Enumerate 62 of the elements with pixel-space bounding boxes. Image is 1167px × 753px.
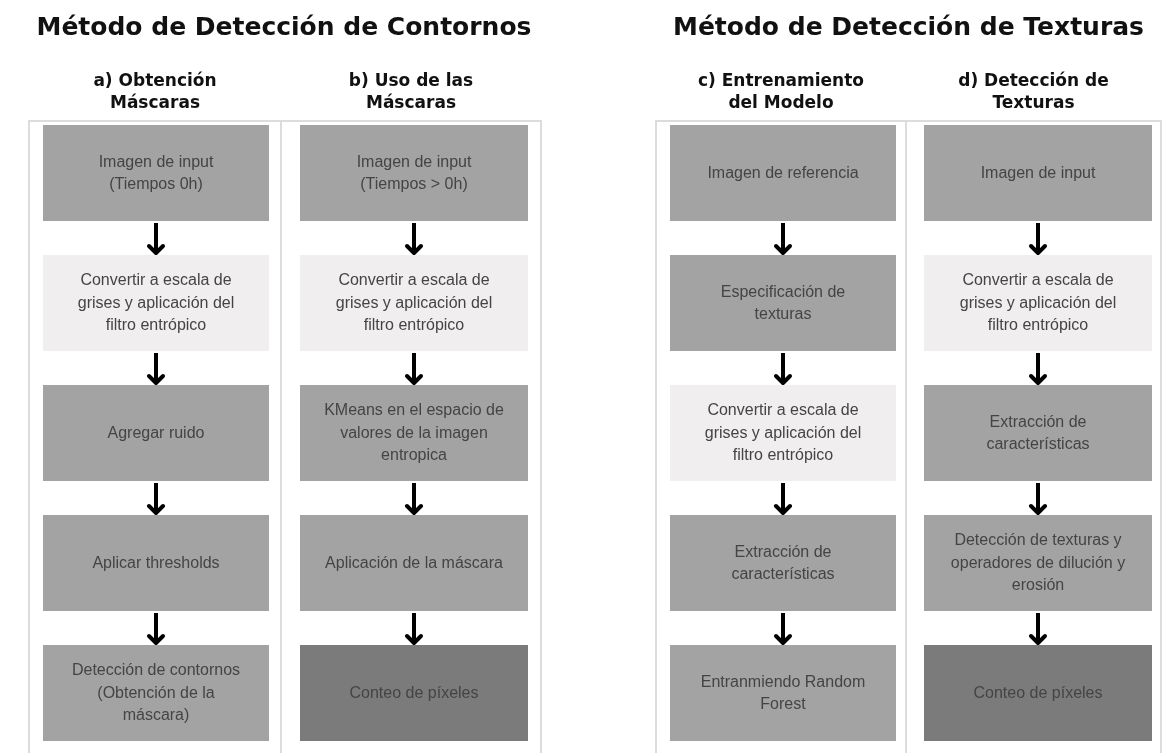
step-text: Aplicar thresholds <box>92 552 220 573</box>
down-arrow <box>1029 223 1047 255</box>
process-step <box>924 385 1152 481</box>
step-text: Imagen de input (Tiempos 0h) <box>97 151 215 194</box>
step-text: KMeans en el espacio de valores de la imagen entropica <box>323 400 505 466</box>
process-step <box>300 645 528 741</box>
down-arrow <box>1029 613 1047 645</box>
process-step <box>43 125 269 221</box>
process-step <box>924 645 1152 741</box>
down-arrow <box>774 483 792 515</box>
process-step <box>924 515 1152 611</box>
down-arrow <box>405 613 423 645</box>
down-arrow <box>774 353 792 385</box>
down-arrow <box>405 223 423 255</box>
step-text: Convertir a escala de grises y aplicación del filtro entrópico <box>958 270 1118 336</box>
process-step <box>43 645 269 741</box>
step-text: Convertir a escala de grises y aplicación del filtro entrópico <box>334 270 494 336</box>
process-step <box>670 515 896 611</box>
step-text: Agregar ruido <box>107 422 205 443</box>
process-step <box>300 125 528 221</box>
process-step <box>924 255 1152 351</box>
process-step <box>300 385 528 481</box>
step-text: Extracción de características <box>985 411 1091 454</box>
step-text: Convertir a escala de grises y aplicación del filtro entrópico <box>76 270 236 336</box>
step-text: Especificación de texturas <box>719 281 847 324</box>
step-text: Imagen de referencia <box>707 162 859 183</box>
column-heading: c) Entrenamiento del Modelo <box>696 68 866 114</box>
down-arrow <box>1029 483 1047 515</box>
process-step <box>670 385 896 481</box>
step-text: Detección de contornos (Obtención de la máscara) <box>70 660 242 726</box>
step-text: Convertir a escala de grises y aplicación del filtro entrópico <box>703 400 863 466</box>
step-text: Conteo de píxeles <box>349 682 479 703</box>
process-step <box>670 645 896 741</box>
down-arrow <box>147 223 165 255</box>
process-step <box>43 515 269 611</box>
step-text: Extracción de características <box>730 541 836 584</box>
down-arrow <box>1029 353 1047 385</box>
process-step <box>43 385 269 481</box>
down-arrow <box>774 613 792 645</box>
process-step <box>300 255 528 351</box>
column-heading: b) Uso de las Máscaras <box>347 68 475 114</box>
down-arrow <box>774 223 792 255</box>
step-text: Aplicación de la máscara <box>325 552 503 573</box>
process-step <box>300 515 528 611</box>
step-text: Entranmiendo Random Forest <box>699 671 867 714</box>
column-heading: d) Detección de Texturas <box>957 68 1110 114</box>
section-title: Método de Detección de Texturas <box>672 12 1145 41</box>
process-step <box>43 255 269 351</box>
column-heading: a) Obtención Máscaras <box>92 68 218 114</box>
down-arrow <box>147 483 165 515</box>
step-text: Imagen de input (Tiempos > 0h) <box>355 151 473 194</box>
down-arrow <box>405 483 423 515</box>
process-step <box>670 255 896 351</box>
down-arrow <box>147 353 165 385</box>
down-arrow <box>147 613 165 645</box>
step-text: Imagen de input <box>980 162 1096 183</box>
step-text: Conteo de píxeles <box>973 682 1103 703</box>
down-arrow <box>405 353 423 385</box>
section-title: Método de Detección de Contornos <box>35 12 533 41</box>
step-text: Detección de texturas y operadores de dilución y erosión <box>949 530 1127 596</box>
process-step <box>924 125 1152 221</box>
process-step <box>670 125 896 221</box>
